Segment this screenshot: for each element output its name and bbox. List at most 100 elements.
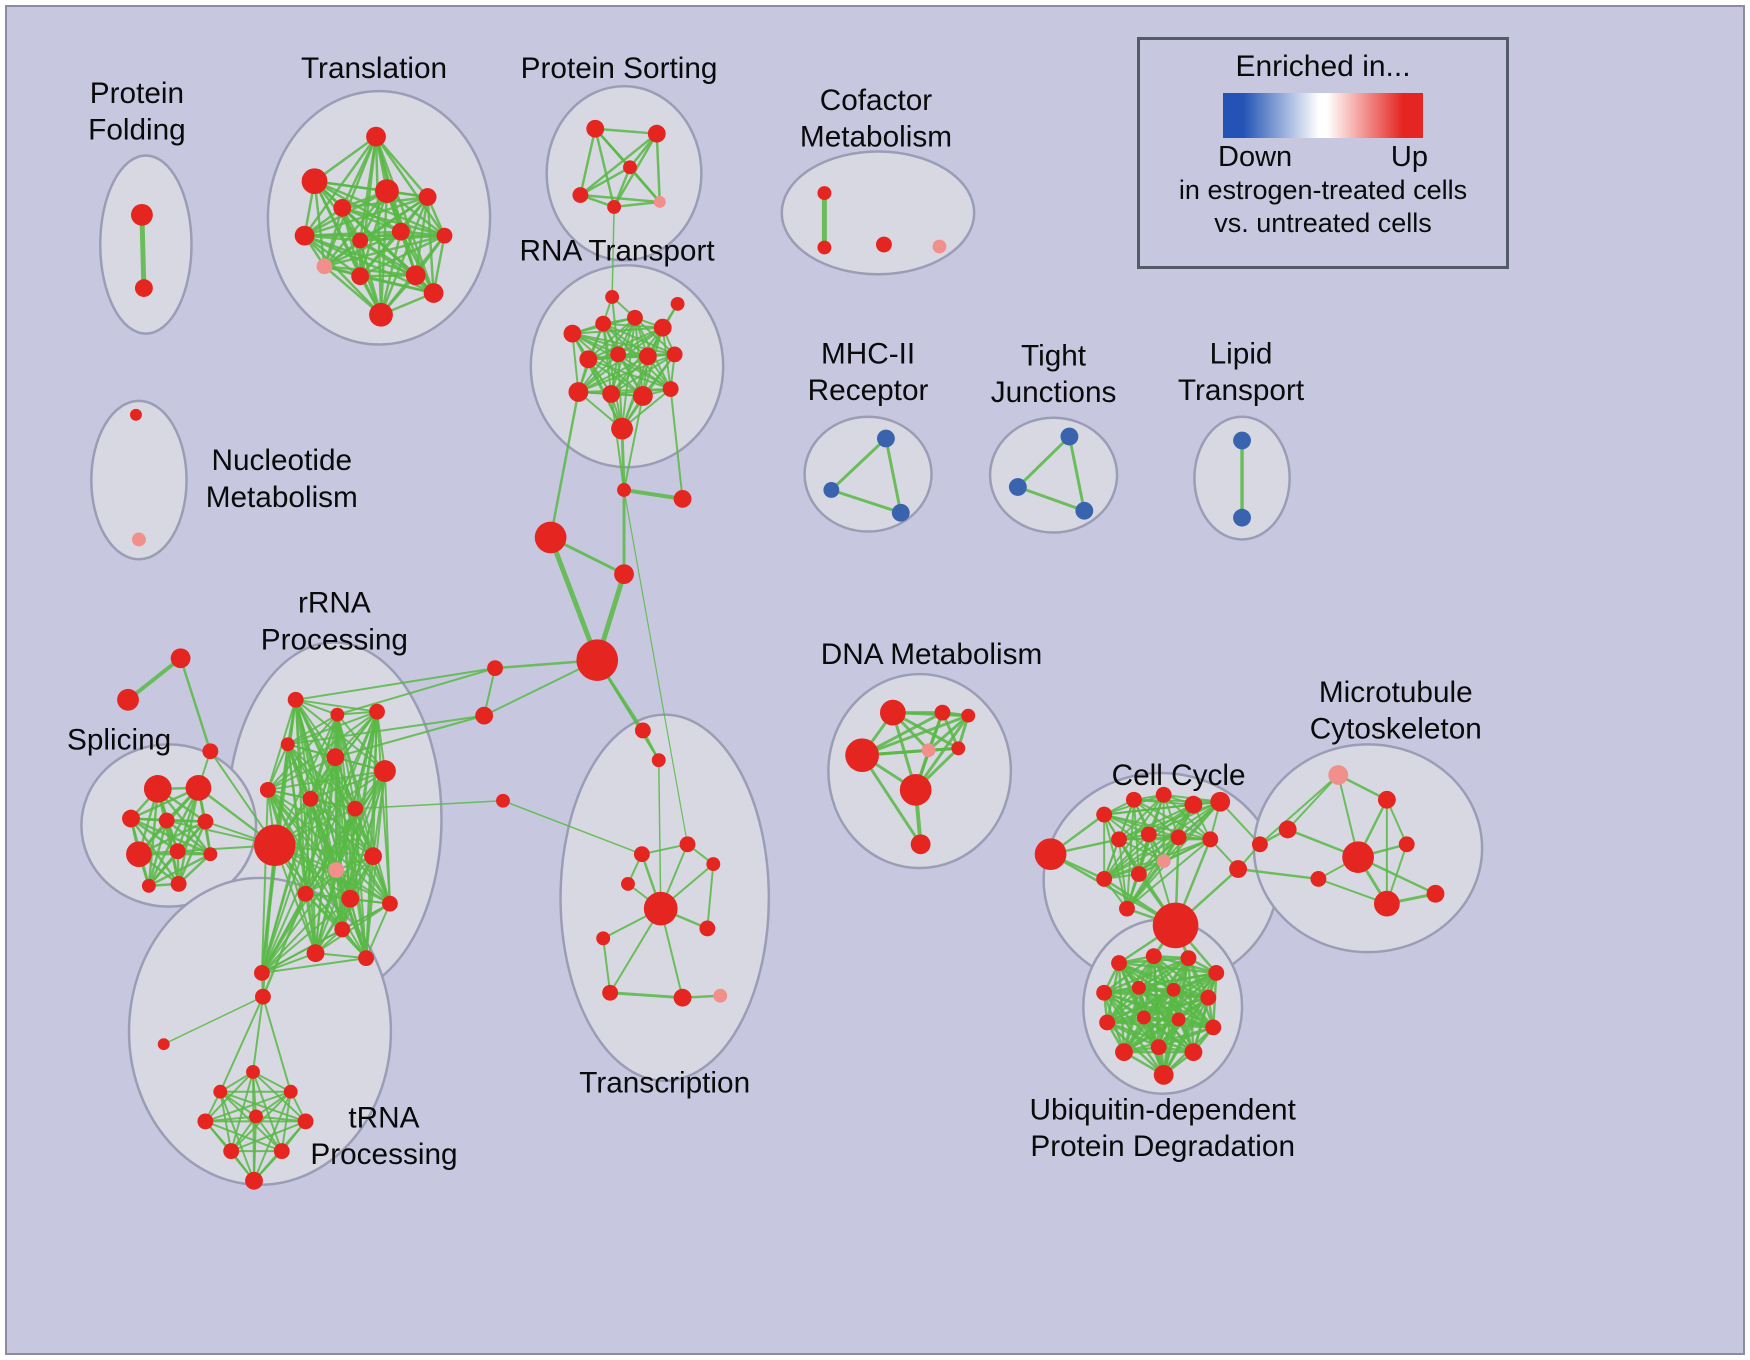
network-node (169, 843, 186, 860)
network-node (579, 350, 598, 369)
network-edge (260, 797, 312, 974)
network-edge (611, 206, 615, 298)
network-edge (260, 928, 344, 974)
network-edge (829, 488, 903, 515)
network-edge (1103, 836, 1180, 880)
network-edge (383, 770, 391, 905)
network-node (158, 812, 175, 829)
network-node (1278, 820, 1297, 839)
network-node (875, 236, 892, 253)
legend-axis: Down Up (1218, 141, 1428, 174)
network-edge (612, 200, 661, 209)
network-edge (579, 132, 658, 197)
network-edge (179, 656, 212, 753)
network-node (366, 126, 386, 147)
network-node (130, 408, 142, 421)
network-node (1130, 866, 1147, 882)
network-edge (1258, 774, 1340, 846)
network-edge (587, 316, 636, 361)
network-edge (829, 437, 888, 492)
network-edge (1137, 971, 1218, 990)
network-node (1205, 1019, 1222, 1036)
network-edge (1122, 1018, 1180, 1054)
network-node (563, 324, 582, 343)
network-edge (587, 326, 664, 361)
network-edge (706, 863, 715, 930)
network-node (358, 950, 375, 967)
network-node (301, 168, 328, 195)
network-node (1111, 831, 1127, 848)
network-edge (1102, 956, 1190, 994)
network-edge (358, 239, 435, 295)
network-node (653, 196, 666, 208)
network-node (576, 639, 619, 681)
network-node (341, 889, 360, 908)
network-node (1202, 831, 1219, 848)
network-node (607, 199, 622, 214)
network-node (673, 489, 692, 508)
network-edge (323, 265, 383, 317)
network-node (369, 302, 393, 327)
network-edge (1103, 813, 1212, 841)
network-node (197, 1113, 214, 1130)
network-node (1233, 431, 1251, 450)
network-node (1034, 838, 1067, 871)
network-node (1115, 1043, 1133, 1062)
network-edge (1125, 838, 1212, 910)
network-node (934, 704, 951, 721)
network-node (143, 775, 172, 803)
network-edge (1142, 996, 1210, 1019)
network-node (475, 706, 494, 725)
network-node (1099, 1014, 1116, 1031)
network-node (316, 258, 333, 275)
network-edge (571, 332, 649, 358)
network-node (131, 203, 153, 226)
network-edge (286, 710, 379, 746)
legend-caption-line1: in estrogen-treated cells (1178, 175, 1468, 205)
network-node (364, 847, 382, 866)
network-node (287, 691, 304, 708)
network-node (921, 743, 936, 758)
network-node (1096, 806, 1113, 823)
legend-down-label: Down (1218, 141, 1293, 173)
network-edge (860, 714, 970, 757)
network-node (259, 781, 276, 798)
network-edge (1125, 800, 1222, 910)
network-node (932, 239, 947, 254)
network-node (823, 482, 840, 498)
network-edge (358, 234, 446, 278)
network-edge (266, 743, 289, 791)
network-edge (1125, 798, 1135, 910)
network-edge (1132, 798, 1222, 803)
network-edge (633, 316, 676, 356)
network-edge (162, 995, 264, 1045)
network-node (586, 119, 605, 138)
network-node (328, 862, 345, 878)
network-node (1096, 984, 1113, 1001)
network-node (876, 429, 895, 448)
network-edge (266, 770, 386, 791)
network-node (1328, 765, 1349, 785)
network-node (610, 346, 627, 363)
network-node (1125, 791, 1142, 808)
network-node (670, 296, 685, 311)
network-node (126, 841, 152, 868)
network-edge (286, 714, 486, 746)
network-edge (579, 193, 661, 204)
network-node (131, 532, 146, 547)
network-node (1119, 900, 1135, 917)
network-node (568, 382, 589, 402)
network-node (1153, 1064, 1174, 1085)
network-node (297, 1113, 314, 1130)
network-node (534, 521, 567, 554)
network-node (647, 124, 666, 143)
network-edge (426, 195, 435, 295)
network-node (381, 895, 398, 912)
network-edge (323, 265, 417, 277)
network-node (910, 834, 931, 855)
